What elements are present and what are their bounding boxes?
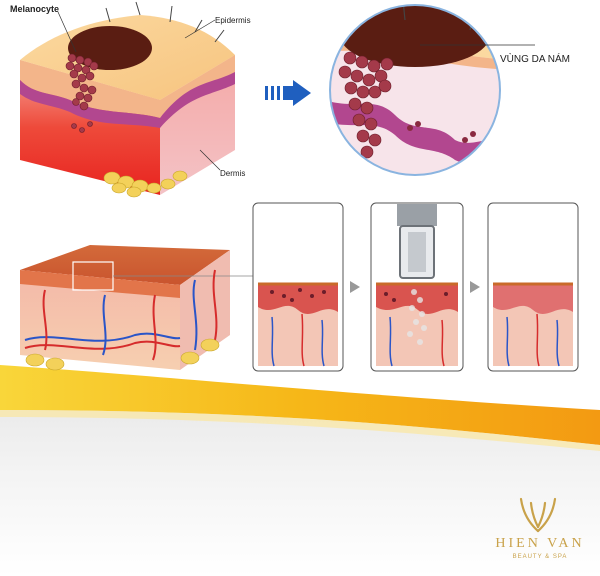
hien-van-logo-icon xyxy=(519,497,557,533)
skin-vessels-diagram xyxy=(20,245,255,371)
treatment-step-3-panel xyxy=(487,202,579,372)
step-arrow-icon xyxy=(470,281,480,293)
magnified-melasma-circle: VÙNG DA NÁM xyxy=(329,4,570,176)
label-epidermis: Epidermis xyxy=(215,16,251,25)
footer-swoosh-banner xyxy=(0,365,600,576)
skin-cross-section-diagram: Melanocyte Epidermis Dermis xyxy=(10,1,251,198)
label-melanocyte: Melanocyte xyxy=(10,4,59,14)
treatment-step-2-panel xyxy=(370,202,464,372)
treatment-step-1-panel xyxy=(252,202,344,372)
label-melasma-area: VÙNG DA NÁM xyxy=(500,52,570,65)
brand-name: HIEN VAN xyxy=(495,536,585,551)
brand-tagline: BEAUTY & SPA xyxy=(512,554,568,560)
process-arrow-icon xyxy=(265,80,311,106)
label-dermis: Dermis xyxy=(220,169,245,178)
step-arrow-icon xyxy=(350,281,360,293)
